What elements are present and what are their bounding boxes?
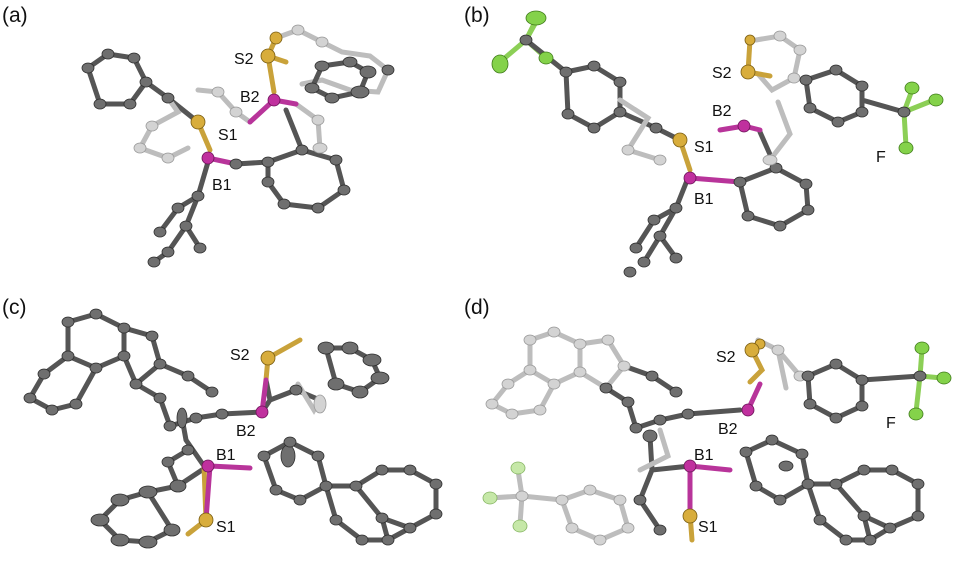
- molecule-a: [81, 24, 395, 268]
- label-s2-d: S2: [716, 349, 736, 366]
- panel-letter-c: (c): [2, 296, 27, 319]
- label-f-b: F: [876, 149, 886, 166]
- label-b1-c: B1: [216, 447, 236, 464]
- label-b1-a: B1: [212, 177, 232, 194]
- label-b1-d: B1: [694, 447, 714, 464]
- label-s2-b: S2: [712, 65, 732, 82]
- label-b2-c: B2: [236, 423, 256, 440]
- label-s1-b: S1: [694, 139, 714, 156]
- panel-b: (b): [464, 4, 944, 278]
- panel-d: (d): [464, 296, 952, 546]
- panel-a: (a): [2, 4, 395, 268]
- molecule-b: [491, 10, 944, 278]
- label-s1-a: S1: [218, 127, 238, 144]
- label-s2-c: S2: [230, 347, 250, 364]
- label-b2-b: B2: [712, 103, 732, 120]
- molecule-d: [482, 326, 952, 546]
- label-s2-a: S2: [234, 51, 254, 68]
- label-s1-d: S1: [698, 519, 718, 536]
- label-b2-d: B2: [718, 421, 738, 438]
- panel-letter-b: (b): [464, 4, 490, 27]
- label-s1-c: S1: [216, 519, 236, 536]
- panel-letter-a: (a): [2, 4, 28, 27]
- panel-letter-d: (d): [464, 296, 490, 319]
- molecule-c: [23, 308, 443, 549]
- panel-c: (c): [2, 296, 443, 549]
- label-b2-a: B2: [240, 89, 260, 106]
- label-b1-b: B1: [694, 191, 714, 208]
- label-f-d: F: [886, 415, 896, 432]
